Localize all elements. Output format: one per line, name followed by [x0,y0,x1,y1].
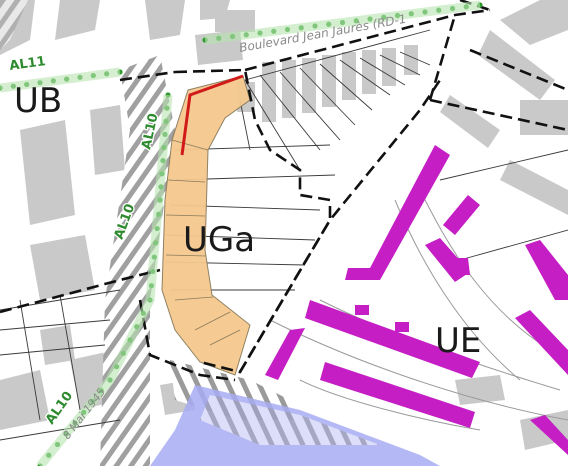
zone-boundaries [0,0,568,382]
uga-red-edge [180,74,244,156]
parcel-lines [0,29,568,441]
blue-zone-hatch [200,395,380,445]
protected-buildings [265,145,568,455]
uga-inner-lines [165,139,241,346]
zone-label-ub: UB [14,81,62,121]
alignment-tint [0,0,481,466]
zone-label-uga: UGa [183,220,255,260]
zone-label-ue: UE [435,321,481,361]
label-al11: AL11 [8,54,46,74]
